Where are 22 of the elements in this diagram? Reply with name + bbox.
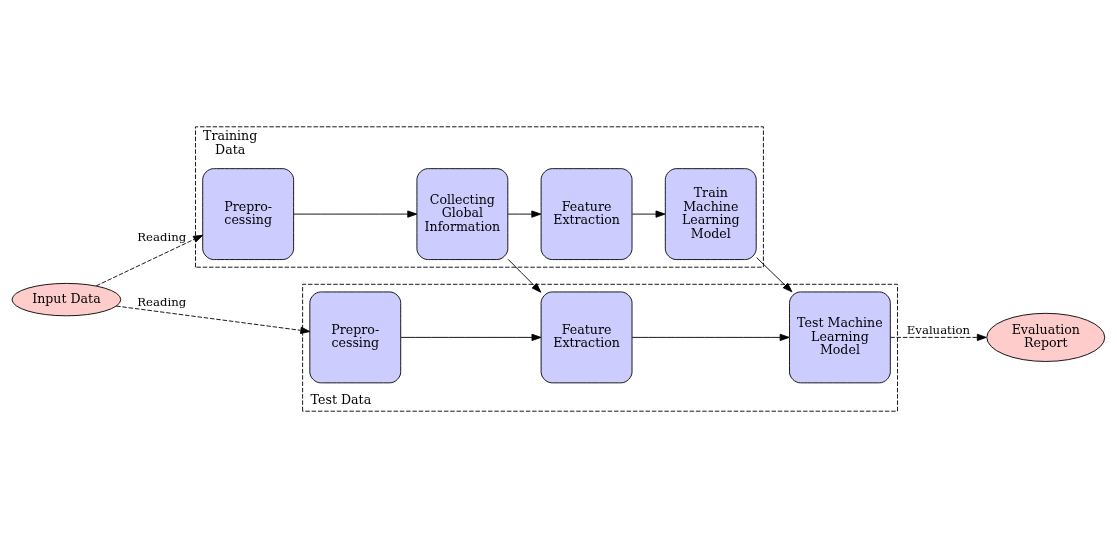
arrow (507, 258, 542, 293)
node-ellipse: Input Data (11, 282, 122, 317)
arrow (95, 234, 204, 287)
node-ellipse: Evaluation Report (986, 312, 1106, 362)
node-box: Feature Extraction (540, 291, 633, 384)
node-box: Prepro- cessing (309, 291, 402, 384)
node-box: Test Machine Learning Model (789, 291, 891, 384)
arrow (115, 305, 311, 334)
arrow (631, 333, 790, 341)
edge-label: Reading (137, 295, 187, 310)
edge-label: Reading (137, 230, 187, 245)
node-box: Train Machine Learning Model (664, 168, 757, 260)
edge-label: Evaluation (906, 323, 971, 338)
arrow (631, 210, 666, 218)
node-box: Feature Extraction (540, 168, 633, 260)
arrow (890, 333, 987, 341)
node-box: Collecting Global Information (416, 168, 509, 260)
arrow (293, 210, 418, 218)
arrow (756, 257, 793, 293)
arrow (400, 333, 542, 341)
node-box: Prepro- cessing (202, 168, 295, 260)
arrow (507, 210, 542, 218)
